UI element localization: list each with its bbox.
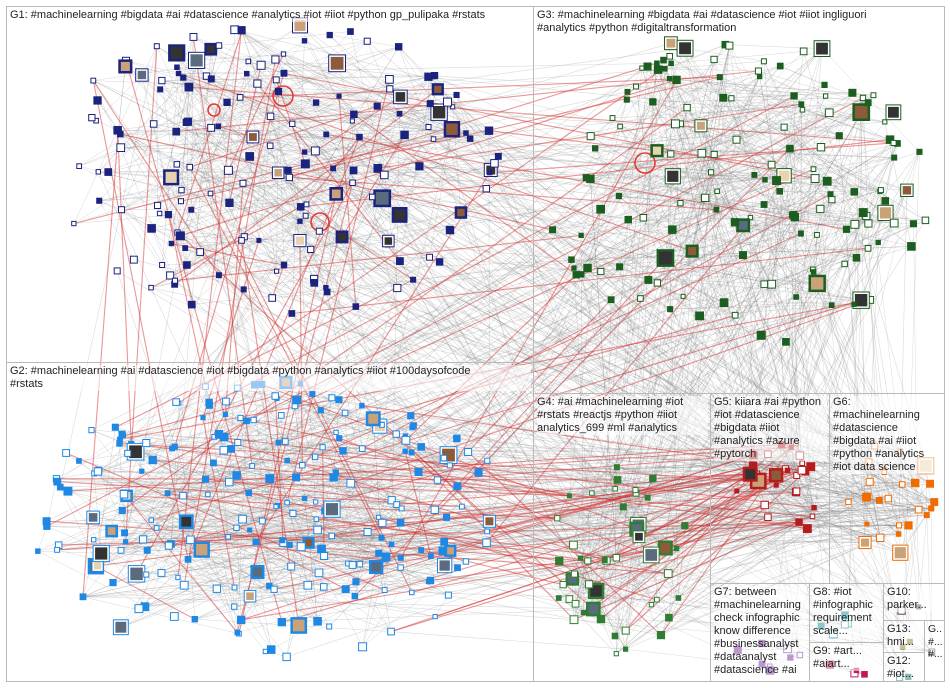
group-box-g11: G... #... #... bbox=[924, 620, 945, 682]
group-box-g3: G3: #machinelearning #bigdata #ai #datas… bbox=[533, 6, 945, 394]
group-label-g10: G10: parker... bbox=[887, 586, 942, 612]
group-box-g1: G1: #machinelearning #bigdata #ai #datas… bbox=[6, 6, 534, 363]
group-box-g10: G10: parker... bbox=[883, 583, 945, 621]
group-label-g1: G1: #machinelearning #bigdata #ai #datas… bbox=[10, 9, 531, 22]
group-box-g8: G8: #iot #infographic requirement scale.… bbox=[809, 583, 884, 643]
group-label-g13: G13: hmi... bbox=[887, 623, 922, 649]
group-label-g8: G8: #iot #infographic requirement scale.… bbox=[813, 586, 881, 638]
group-box-g2: G2: #machinelearning #ai #datascience #i… bbox=[6, 362, 534, 682]
group-box-g7: G7: between #machinelearning check infog… bbox=[710, 583, 810, 682]
group-box-g6: G6: #machinelearning #datascience #bigda… bbox=[829, 393, 945, 584]
group-label-g12: G12: #iot... bbox=[887, 655, 922, 681]
group-label-g9: G9: #art... #aiart... bbox=[813, 645, 881, 671]
group-box-g9: G9: #art... #aiart... bbox=[809, 642, 884, 682]
group-label-g5: G5: kiiara #ai #python #iot #datascience… bbox=[714, 396, 827, 461]
group-box-g5: G5: kiiara #ai #python #iot #datascience… bbox=[710, 393, 830, 584]
group-label-g11: G... #... #... bbox=[928, 623, 942, 661]
group-label-g7: G7: between #machinelearning check infog… bbox=[714, 586, 807, 677]
group-label-g2: G2: #machinelearning #ai #datascience #i… bbox=[10, 365, 531, 391]
group-box-g4: G4: #ai #machinelearning #iot #rstats #r… bbox=[533, 393, 711, 682]
group-label-g3: G3: #machinelearning #bigdata #ai #datas… bbox=[537, 9, 942, 35]
group-label-g6: G6: #machinelearning #datascience #bigda… bbox=[833, 396, 942, 474]
group-box-g13: G13: hmi... bbox=[883, 620, 925, 653]
group-box-g12: G12: #iot... bbox=[883, 652, 925, 682]
group-label-g4: G4: #ai #machinelearning #iot #rstats #r… bbox=[537, 396, 708, 435]
